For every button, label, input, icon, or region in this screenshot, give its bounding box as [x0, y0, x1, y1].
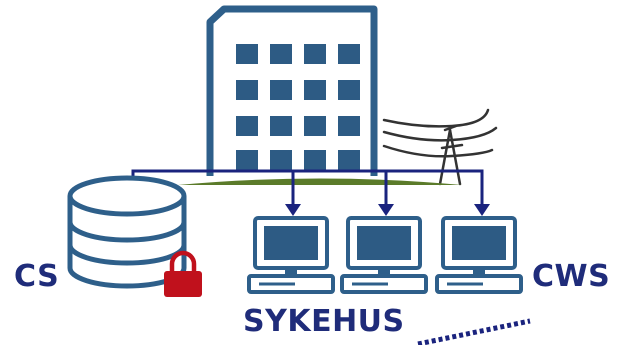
cws-label: CWS	[532, 259, 611, 294]
window-pane	[236, 80, 258, 100]
computer-workstation-icon	[435, 216, 523, 294]
window-pane	[338, 80, 360, 100]
computer-workstation-icon	[340, 216, 428, 294]
window-pane	[338, 44, 360, 64]
hospital-building-icon	[206, 5, 378, 176]
computer-workstation-icon	[247, 216, 335, 294]
sykehus-label: SYKEHUS	[243, 304, 405, 339]
window-pane	[236, 116, 258, 136]
window-pane	[338, 150, 360, 170]
window-pane	[338, 116, 360, 136]
window-pane	[304, 80, 326, 100]
power-line-icon	[382, 108, 498, 186]
window-pane	[236, 150, 258, 170]
ground-strip	[178, 178, 462, 185]
cs-label: CS	[14, 259, 60, 294]
window-pane	[270, 116, 292, 136]
window-pane	[270, 44, 292, 64]
padlock-icon	[164, 250, 202, 297]
window-pane	[304, 116, 326, 136]
window-pane	[304, 44, 326, 64]
window-pane	[304, 150, 326, 170]
dotted-link	[417, 318, 531, 345]
window-pane	[236, 44, 258, 64]
window-pane	[270, 80, 292, 100]
connector-arrowheads	[285, 204, 490, 216]
database-server-icon	[67, 175, 187, 289]
window-pane	[270, 150, 292, 170]
